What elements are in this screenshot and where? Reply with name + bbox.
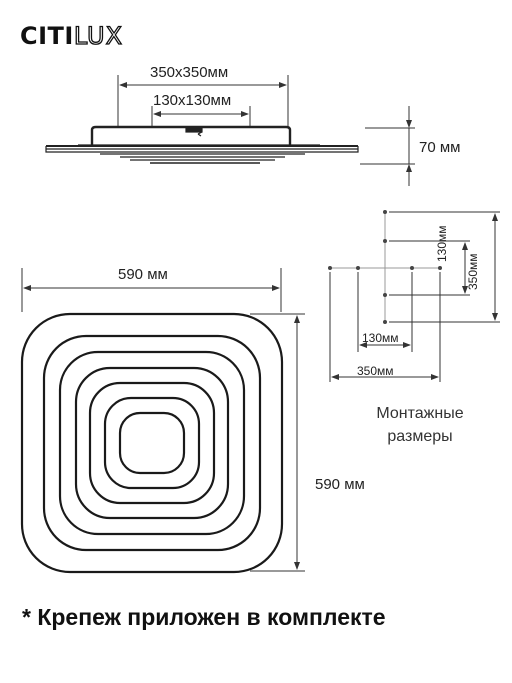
side-view-dimensions — [117, 75, 415, 186]
side-inner-dimension-label: 130x130мм — [153, 92, 232, 109]
front-height-dimension-label: 590 мм — [315, 476, 365, 493]
mount-v130-label: 130мм — [435, 225, 449, 262]
mounting-dimensions — [329, 211, 500, 382]
mount-h350-label: 350мм — [357, 364, 394, 378]
side-outer-dimension-label: 350x350мм — [150, 64, 229, 81]
mounting-caption-line2: размеры — [387, 428, 453, 445]
mounting-caption-line1: Монтажные — [376, 405, 464, 422]
brand-logo-main: CITI — [20, 22, 74, 50]
side-view-drawing — [45, 125, 359, 164]
mounting-pattern — [330, 212, 440, 322]
brand-logo-outline: LUX — [73, 21, 124, 50]
side-height-dimension-label: 70 мм — [419, 139, 461, 156]
front-view-drawing — [20, 312, 284, 574]
mounting-hardware-note: * Крепеж приложен в комплекте — [22, 604, 386, 630]
mounting-points — [328, 210, 442, 324]
mount-h130-label: 130мм — [362, 331, 399, 345]
mount-v350-label: 350мм — [466, 253, 480, 290]
mounting-caption: Монтажные размеры — [350, 402, 490, 448]
front-view-dimensions — [21, 268, 305, 572]
front-width-dimension-label: 590 мм — [118, 266, 168, 283]
brand-logo: CITILUX — [20, 21, 124, 50]
